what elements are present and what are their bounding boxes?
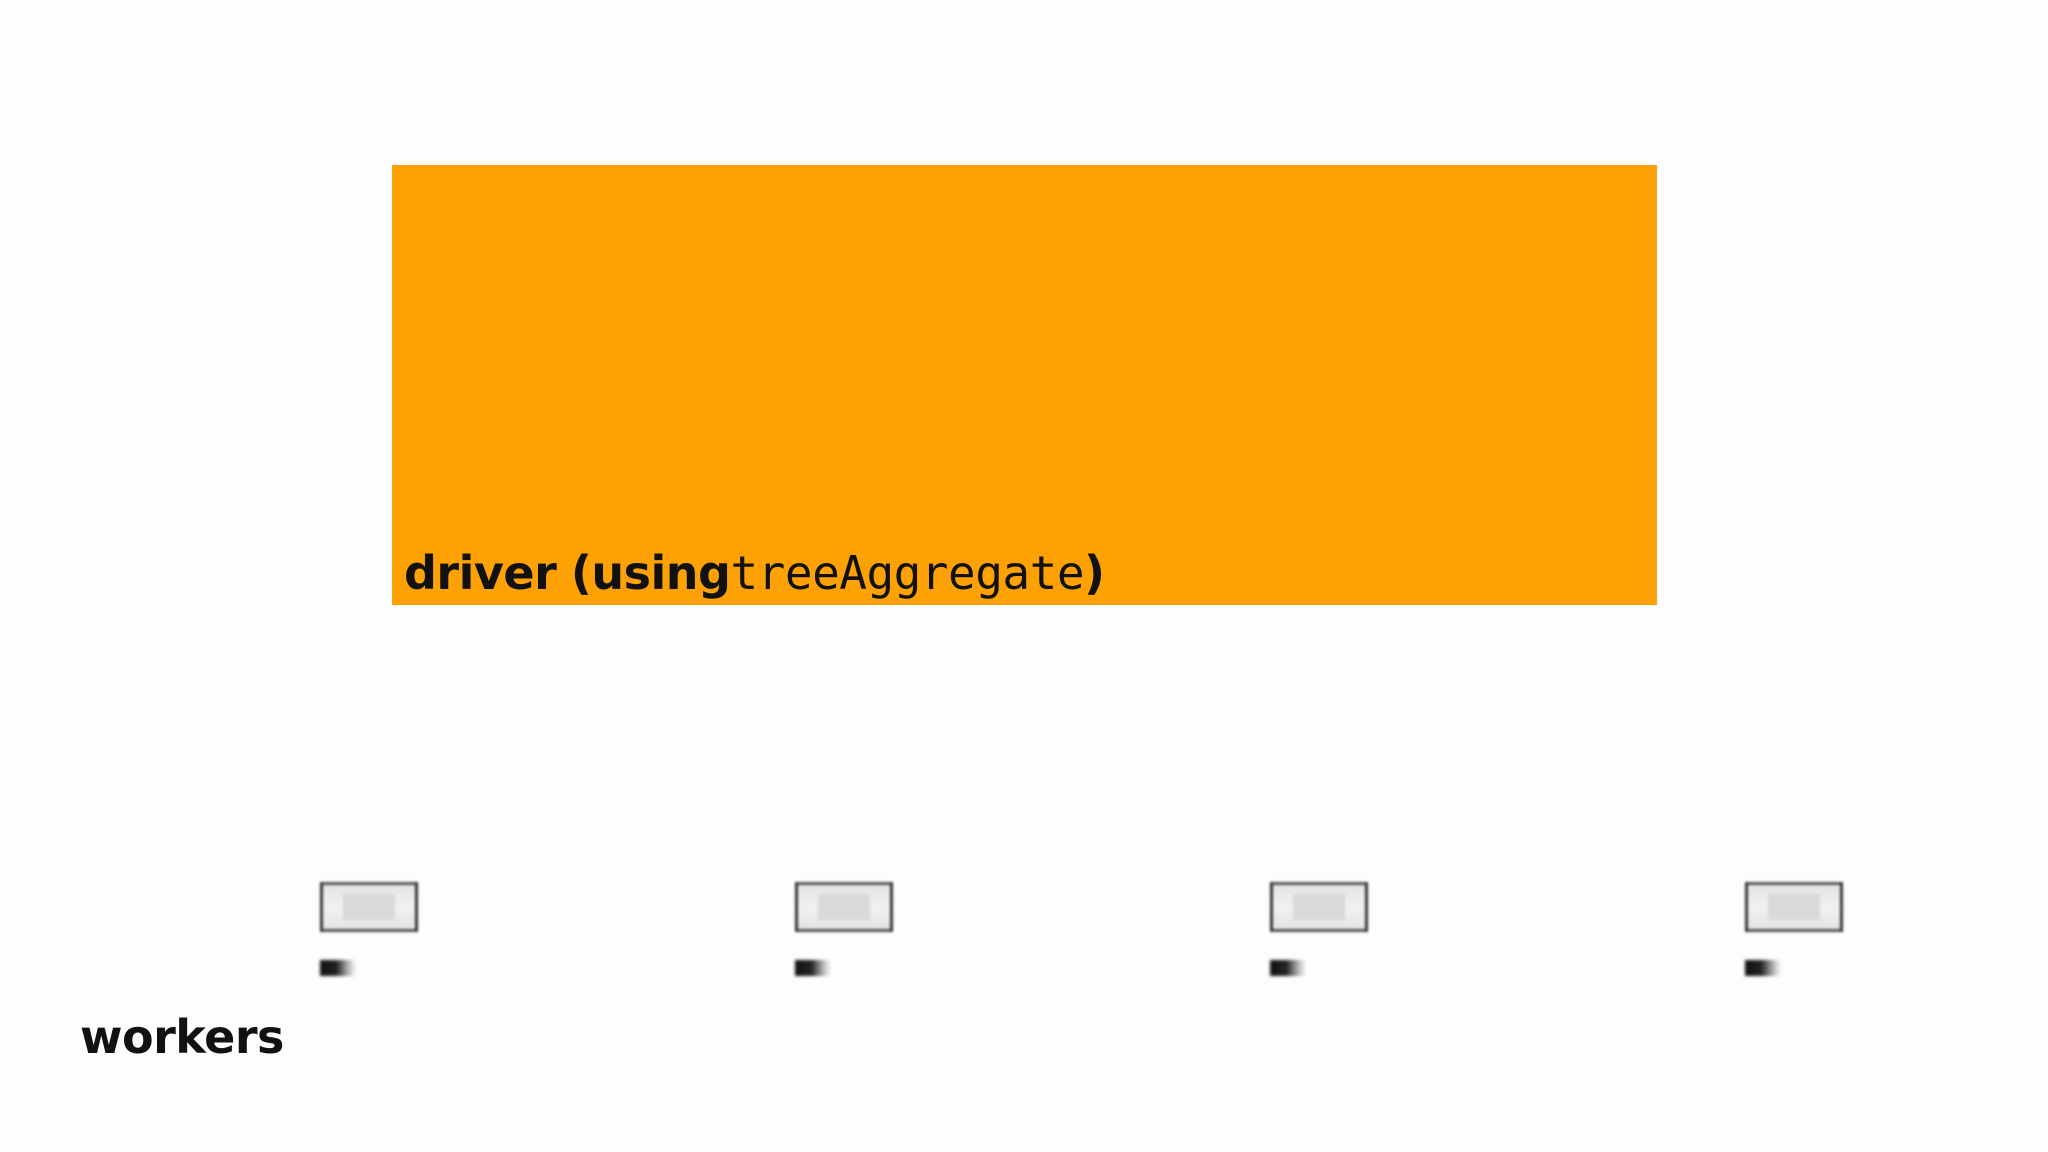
worker-node [795, 882, 895, 992]
worker-node [320, 882, 420, 992]
driver-close-paren: ) [1084, 546, 1105, 600]
driver-box: driver (usingtreeAggregate) [392, 165, 1657, 605]
worker-node [1745, 882, 1845, 992]
worker-box [1270, 882, 1368, 932]
worker-box [1745, 882, 1843, 932]
worker-node [1270, 882, 1370, 992]
driver-function: treeAggregate [730, 546, 1085, 600]
worker-marker [320, 960, 356, 976]
worker-box [795, 882, 893, 932]
worker-marker [1270, 960, 1306, 976]
driver-using: (using [570, 546, 731, 600]
worker-box [320, 882, 418, 932]
worker-marker [795, 960, 831, 976]
workers-label: workers [80, 1010, 284, 1064]
driver-caption: driver (usingtreeAggregate) [404, 543, 1105, 603]
driver-name: driver [404, 546, 557, 600]
worker-marker [1745, 960, 1781, 976]
